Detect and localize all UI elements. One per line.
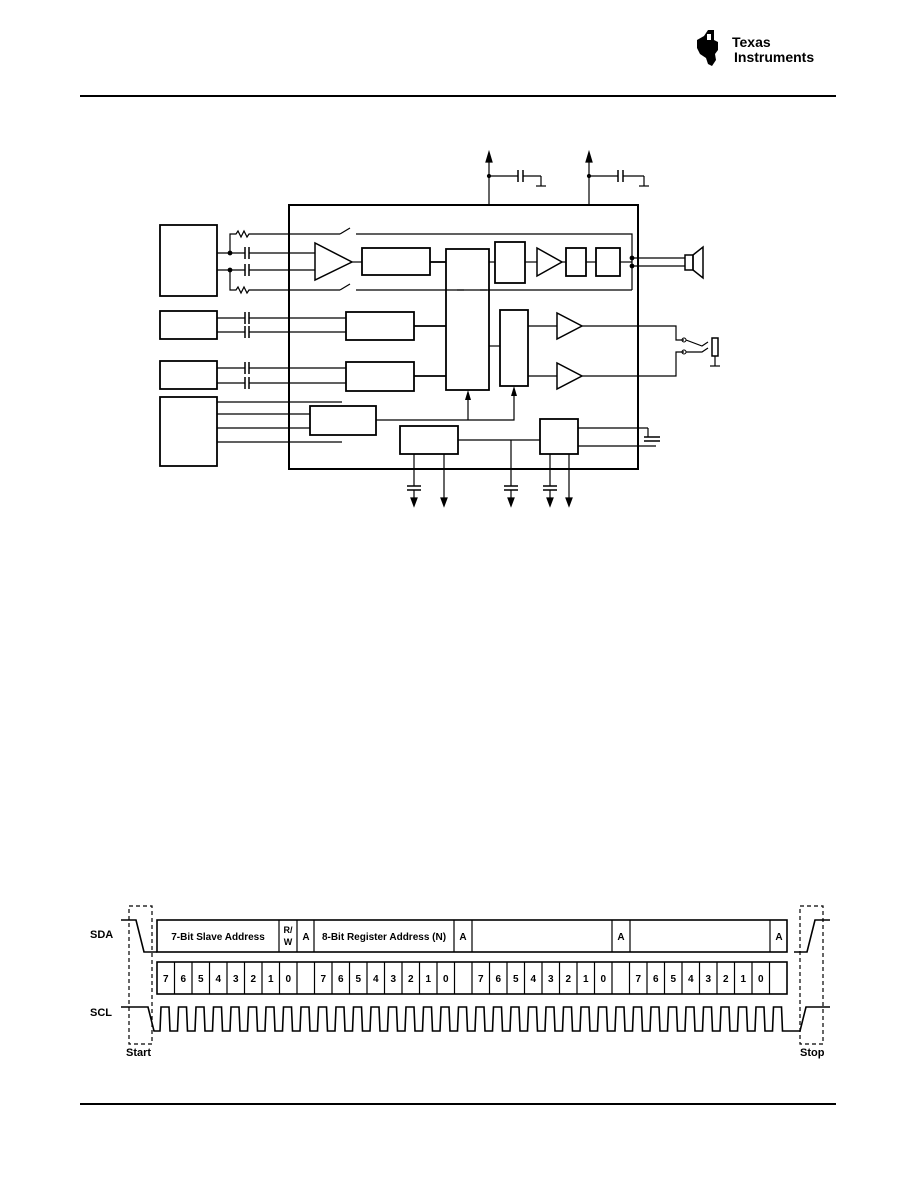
start-label: Start — [126, 1047, 151, 1059]
adc-block-2 — [345, 311, 415, 341]
bit-label: 0 — [443, 974, 449, 985]
speaker-driver — [536, 246, 564, 278]
bit-label: 0 — [285, 974, 291, 985]
bias-block — [399, 425, 459, 455]
input-3 — [217, 362, 346, 389]
bit-label: 1 — [740, 974, 746, 985]
sda-label: SDA — [90, 929, 113, 941]
supply-rail-1 — [485, 149, 546, 205]
bit-label: 5 — [198, 974, 204, 985]
external-source-2 — [159, 310, 218, 340]
ack-field-1: A — [302, 932, 309, 943]
adc-block-3 — [345, 361, 415, 392]
block-diagram — [159, 149, 720, 508]
bit-label: 0 — [758, 974, 764, 985]
bit-label: 4 — [688, 974, 694, 985]
footer-rule — [80, 1103, 836, 1105]
bit-label: 2 — [250, 974, 256, 985]
bit-label: 3 — [233, 974, 239, 985]
slave-address-field: 7-Bit Slave Address — [171, 932, 265, 943]
scl-label: SCL — [90, 1007, 112, 1019]
bit-label: 6 — [653, 974, 659, 985]
stop-marker — [799, 905, 824, 1045]
input-2 — [217, 312, 346, 338]
headphone-amp-right — [556, 361, 584, 391]
charge-pump-block — [539, 418, 579, 455]
i2c-timing-diagram: SDA SCL Start Stop 7-Bit Slave Address R… — [90, 905, 830, 1059]
scl-waveform — [121, 1006, 830, 1032]
bit-label: 3 — [705, 974, 711, 985]
ack-field-3: A — [617, 932, 624, 943]
texas-instruments-logo: Texas Instruments — [694, 26, 839, 70]
logo-line2: Instruments — [734, 49, 814, 65]
rw-field-bottom: W — [284, 937, 293, 947]
input-amplifier — [314, 241, 354, 282]
speaker-path-block — [494, 241, 526, 284]
adc-block-1 — [361, 247, 431, 276]
stop-label: Stop — [800, 1047, 825, 1059]
bit-label: 5 — [355, 974, 361, 985]
headphone-amp-left — [556, 311, 584, 341]
bit-label: 5 — [670, 974, 676, 985]
bit-label: 6 — [180, 974, 186, 985]
chip-outline — [288, 204, 639, 470]
bit-label: 7 — [320, 974, 326, 985]
rw-field-top: R/ — [284, 925, 293, 935]
control-bus — [217, 401, 342, 443]
ti-logo-icon: Texas Instruments — [697, 30, 814, 66]
bit-label: 3 — [390, 974, 396, 985]
bit-label: 4 — [530, 974, 536, 985]
bit-label: 7 — [635, 974, 641, 985]
filter-block-1 — [565, 247, 587, 277]
register-address-field: 8-Bit Register Address (N) — [322, 932, 446, 943]
bit-label: 1 — [583, 974, 589, 985]
bit-label: 4 — [215, 974, 221, 985]
bit-label: 1 — [268, 974, 274, 985]
header-rule — [80, 95, 836, 97]
bit-label: 7 — [163, 974, 169, 985]
control-interface-block — [309, 405, 377, 436]
start-marker — [128, 905, 153, 1045]
filter-block-2 — [595, 247, 621, 277]
bit-label: 4 — [373, 974, 379, 985]
headphone-jack-icon — [681, 337, 720, 367]
bit-label: 2 — [723, 974, 729, 985]
bit-label: 5 — [513, 974, 519, 985]
logo-line1: Texas — [732, 34, 771, 50]
bit-label: 6 — [338, 974, 344, 985]
bit-label: 2 — [565, 974, 571, 985]
speaker-icon — [684, 245, 704, 280]
supply-rail-2 — [585, 149, 649, 205]
external-controller — [159, 396, 218, 467]
bottom-pins — [407, 440, 573, 508]
bit-label: 3 — [548, 974, 554, 985]
ack-field-4: A — [775, 932, 782, 943]
sda-start-edge — [121, 919, 157, 953]
external-source-1 — [159, 224, 218, 297]
bit-label: 2 — [408, 974, 414, 985]
sda-stop-edge — [794, 919, 830, 953]
bit-label: 0 — [600, 974, 606, 985]
headphone-mux-block — [499, 309, 529, 387]
bit-label: 1 — [425, 974, 431, 985]
mux-block — [445, 248, 490, 391]
ack-field-2: A — [459, 932, 466, 943]
differential-input — [217, 227, 633, 295]
external-source-3 — [159, 360, 218, 390]
bit-label: 7 — [478, 974, 484, 985]
bit-label: 6 — [495, 974, 501, 985]
